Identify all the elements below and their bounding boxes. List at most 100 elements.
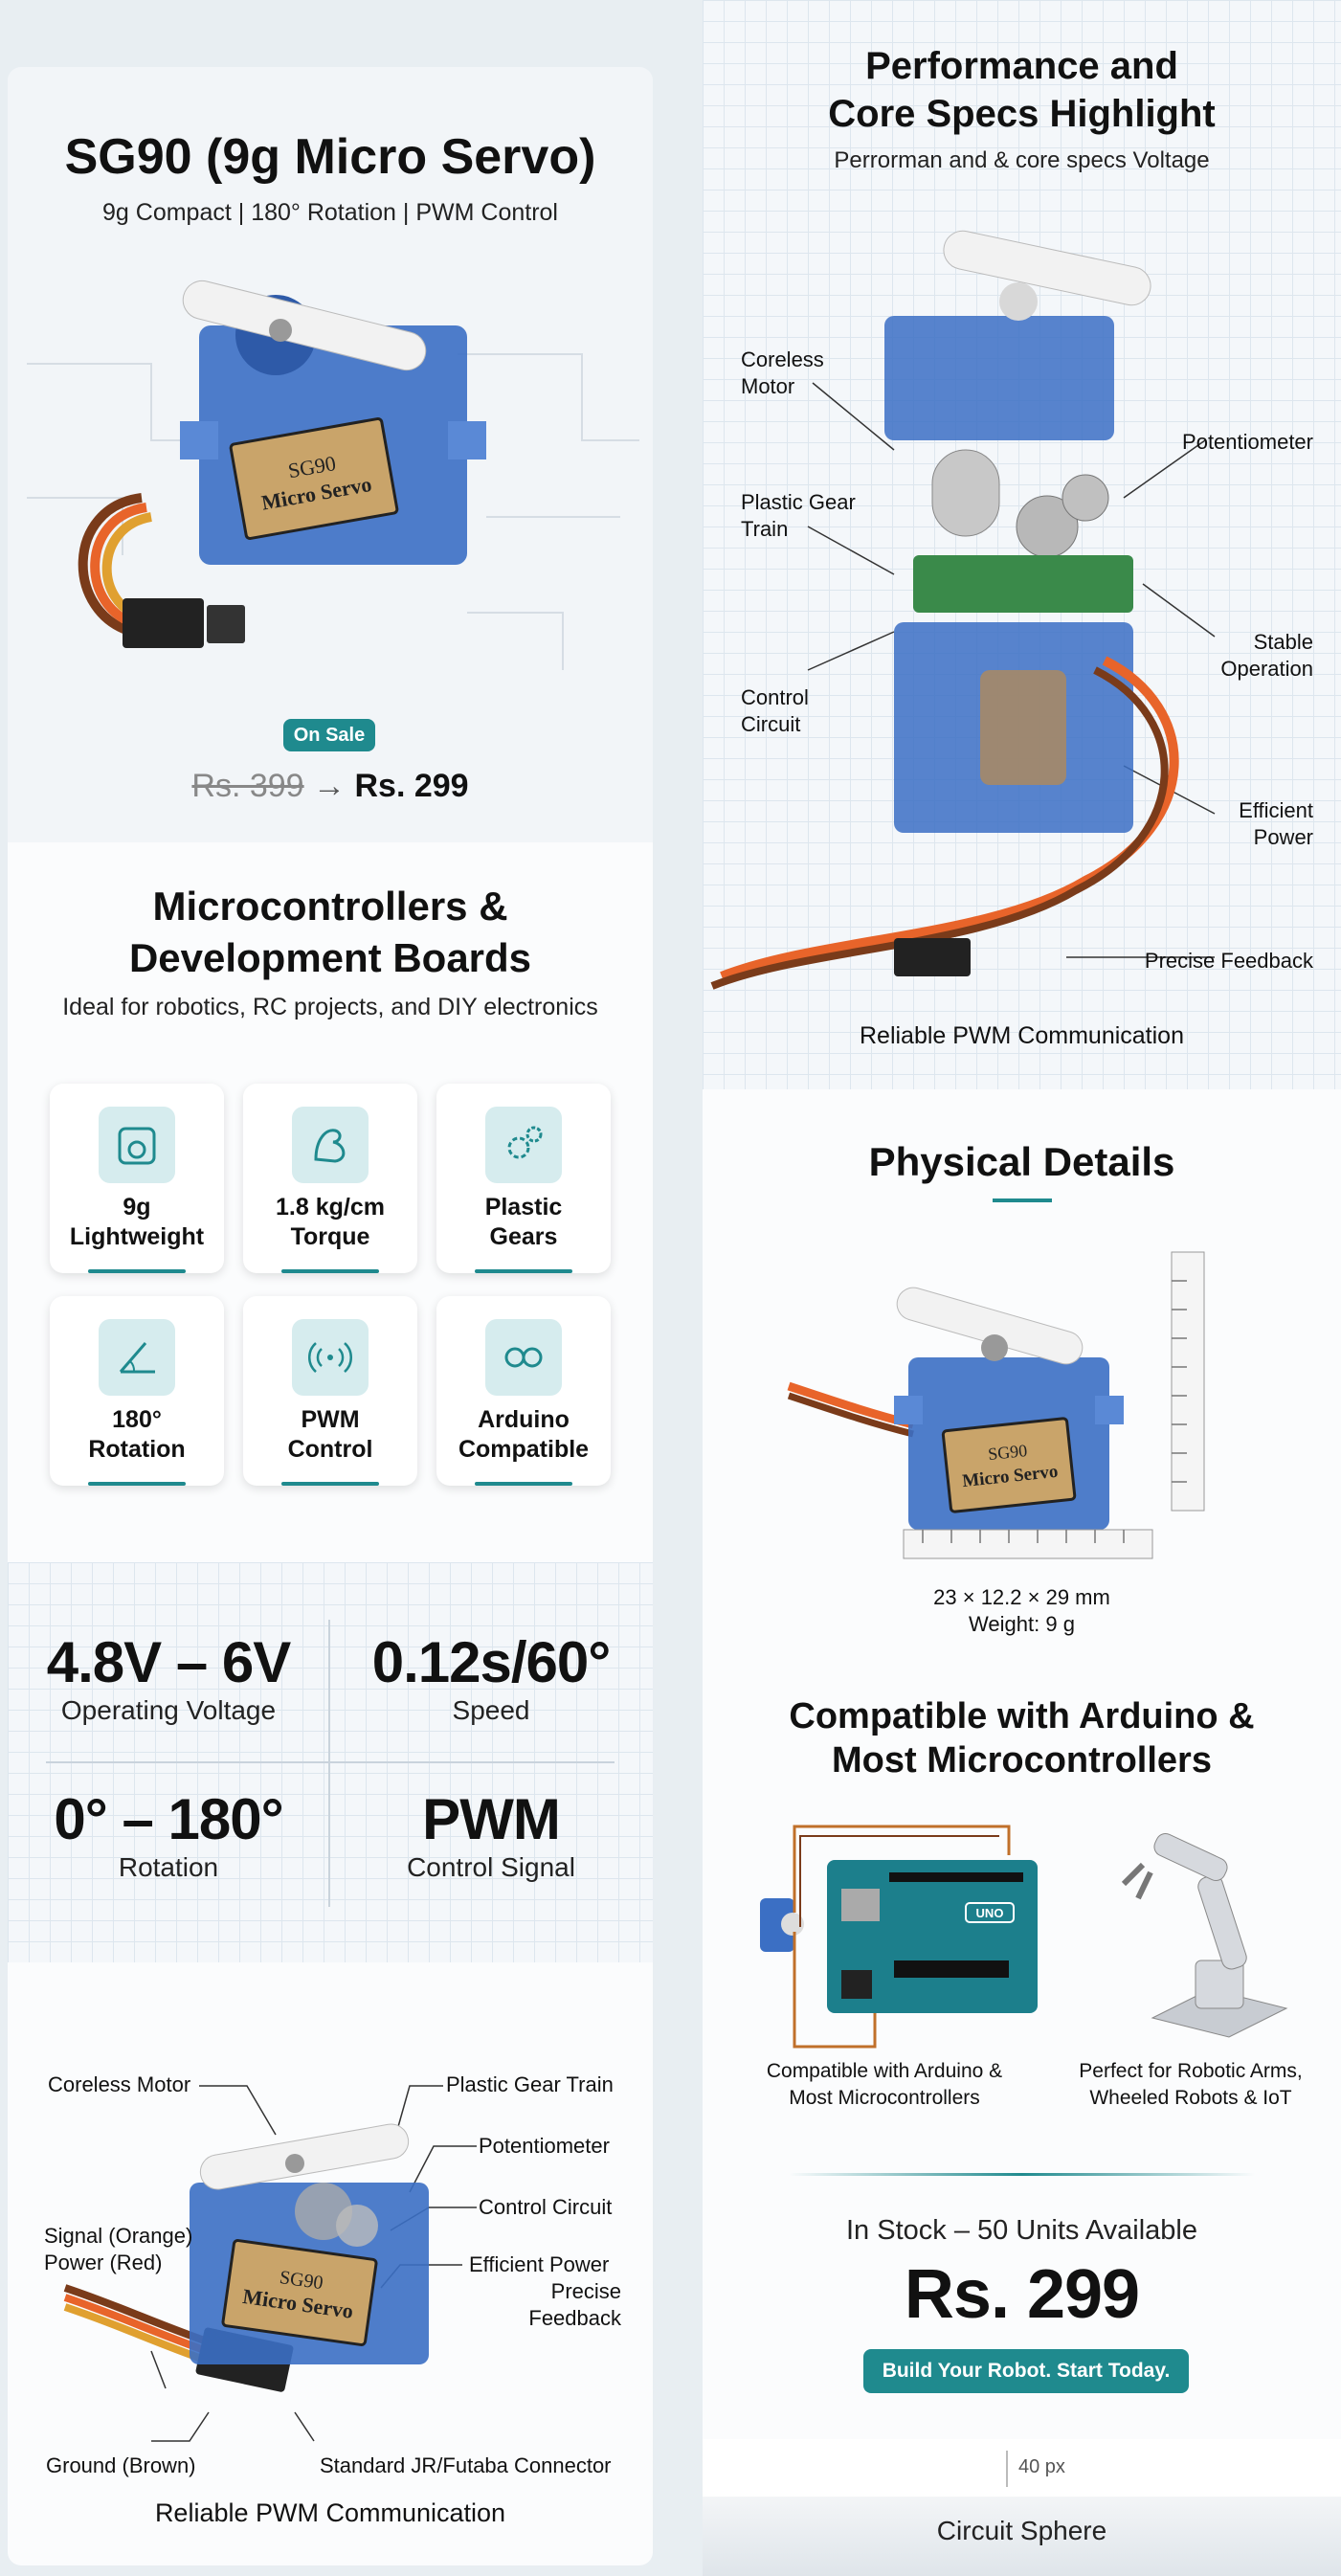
- servo-dimension-image: SG90 Micro Servo: [787, 1251, 1205, 1559]
- feature-line1: 180°: [112, 1406, 162, 1433]
- tile-accent-bar: [88, 1269, 186, 1273]
- right-column: Performance and Core Specs Highlight Per…: [703, 0, 1341, 2576]
- callout-feedback: Feedback: [528, 2306, 621, 2330]
- feature-tile-rotation: 180° Rotation: [50, 1296, 224, 1486]
- compat-left-caption: Compatible with Arduino & Most Microcont…: [731, 2058, 1038, 2112]
- callout-efficient-power: Efficient Power: [469, 2252, 610, 2276]
- feature-line2: Gears: [489, 1223, 558, 1250]
- stats-divider-v: [328, 1620, 330, 1907]
- performance-title-line2: Core Specs Highlight: [828, 93, 1216, 135]
- product-title: SG90 (9g Micro Servo): [64, 129, 596, 185]
- price-row: Rs. 399 → Rs. 299: [8, 768, 653, 805]
- tile-accent-bar: [88, 1482, 186, 1486]
- stat-label: Control Signal: [407, 1852, 575, 1882]
- callout-precise: Precise: [550, 2279, 621, 2303]
- servo-product-image: SG90 Micro Servo: [27, 280, 639, 670]
- price-arrow: →: [313, 768, 346, 804]
- left-column: SG90 (9g Micro Servo) 9g Compact | 180° …: [0, 0, 660, 2576]
- callout-power-red: Power (Red): [44, 2251, 163, 2274]
- spacer-line: [1006, 2451, 1008, 2487]
- dimension-label-line1: SG90: [987, 1441, 1028, 1464]
- compat-title-line1: Compatible with Arduino &: [789, 1696, 1255, 1736]
- callout-stable: Stable: [1253, 630, 1313, 654]
- callout-plastic-gear-train: Plastic Gear Train: [446, 2072, 614, 2096]
- signal-icon: [292, 1319, 369, 1396]
- brand-footer: Circuit Sphere: [703, 2497, 1341, 2576]
- stat-rotation: 0° – 180° Rotation: [8, 1786, 329, 1883]
- infinity-icon: [485, 1319, 562, 1396]
- performance-panel: Performance and Core Specs Highlight Per…: [703, 0, 1341, 1089]
- performance-subtitle: Perrorman and & core specs Voltage: [834, 147, 1210, 173]
- tile-accent-bar: [475, 1269, 572, 1273]
- compat-title-line2: Most Microcontrollers: [832, 1740, 1212, 1781]
- callout-train: Train: [741, 517, 789, 541]
- performance-footer: Reliable PWM Communication: [859, 1022, 1184, 1049]
- feature-line2: Lightweight: [69, 1223, 205, 1250]
- tile-accent-bar: [475, 1482, 572, 1486]
- callout-coreless: Coreless: [741, 347, 824, 371]
- feature-line1: PWM: [301, 1406, 360, 1433]
- callout-power: Power: [1253, 825, 1313, 849]
- stat-voltage: 4.8V – 6V Operating Voltage: [8, 1629, 329, 1726]
- robot-arm-image: [1121, 1833, 1288, 2038]
- performance-title: Performance and Core Specs Highlight: [703, 42, 1341, 138]
- feature-line1: Arduino: [478, 1406, 570, 1433]
- stats-divider-h: [46, 1761, 615, 1763]
- compat-left-caption-1: Compatible with Arduino &: [766, 2060, 1003, 2082]
- stock-text: In Stock – 50 Units Available: [845, 2215, 1198, 2246]
- callout-plastic-gear: Plastic Gear: [741, 490, 856, 514]
- features-title: Microcontrollers & Development Boards: [8, 881, 653, 984]
- stats-card: 4.8V – 6V Operating Voltage 0.12s/60° Sp…: [8, 1562, 653, 1962]
- callout-ground-brown: Ground (Brown): [46, 2453, 196, 2477]
- anatomy-footer: Reliable PWM Communication: [154, 2498, 506, 2527]
- compat-right-caption-2: Wheeled Robots & IoT: [1089, 2087, 1292, 2109]
- stat-value: 4.8V – 6V: [46, 1630, 292, 1694]
- callout-efficient: Efficient: [1239, 798, 1313, 822]
- callout-potentiometer: Potentiometer: [479, 2134, 610, 2158]
- callout-connector: Standard JR/Futaba Connector: [320, 2453, 612, 2477]
- callout-signal-orange: Signal (Orange): [44, 2224, 193, 2248]
- callout-control: Control: [741, 685, 809, 709]
- stat-label: Speed: [452, 1695, 530, 1725]
- dimensions-text: 23 × 12.2 × 29 mm: [933, 1585, 1110, 1609]
- stat-label: Operating Voltage: [60, 1695, 277, 1725]
- feature-line2: Compatible: [458, 1436, 590, 1463]
- spacer-label: 40 px: [1018, 2456, 1065, 2477]
- sale-badge: On Sale: [283, 719, 375, 751]
- feature-line2: Torque: [290, 1223, 370, 1250]
- tile-accent-bar: [281, 1269, 379, 1273]
- feature-line2: Rotation: [88, 1436, 186, 1463]
- feature-line1: 1.8 kg/cm: [276, 1194, 385, 1221]
- callout-circuit: Circuit: [741, 712, 801, 736]
- compat-left-caption-2: Most Microcontrollers: [789, 2087, 980, 2109]
- muscle-icon: [292, 1107, 369, 1183]
- stat-value: PWM: [422, 1787, 561, 1851]
- stat-speed: 0.12s/60° Speed: [329, 1629, 653, 1726]
- servo-exploded-image: [710, 230, 1216, 990]
- new-price: Rs. 299: [354, 768, 469, 804]
- spacer-indicator: 40 px: [703, 2439, 1341, 2497]
- stat-value: 0.12s/60°: [371, 1630, 612, 1694]
- cta-button[interactable]: Build Your Robot. Start Today.: [863, 2349, 1189, 2393]
- anatomy-card: SG90 Micro Servo Coreless Motor Plastic …: [8, 1962, 653, 2565]
- angle-icon: [99, 1319, 175, 1396]
- stat-control: PWM Control Signal: [329, 1786, 653, 1883]
- hero-card: SG90 (9g Micro Servo) 9g Compact | 180° …: [8, 67, 653, 842]
- features-title-line1: Microcontrollers &: [152, 884, 508, 929]
- features-card: Microcontrollers & Development Boards Id…: [8, 842, 653, 1562]
- tile-accent-bar: [281, 1482, 379, 1486]
- callout-coreless-motor: Coreless Motor: [48, 2072, 191, 2096]
- callout-control-circuit: Control Circuit: [479, 2195, 613, 2219]
- physical-title: Physical Details: [868, 1139, 1175, 1184]
- features-title-line2: Development Boards: [128, 935, 532, 980]
- compat-title: Compatible with Arduino & Most Microcont…: [703, 1694, 1341, 1782]
- arduino-board-image: UNO: [760, 1825, 1038, 2049]
- board-label: UNO: [976, 1906, 1004, 1920]
- weight-text: Weight: 9 g: [969, 1612, 1075, 1636]
- feature-line1: 9g: [123, 1194, 151, 1221]
- scale-icon: [99, 1107, 175, 1183]
